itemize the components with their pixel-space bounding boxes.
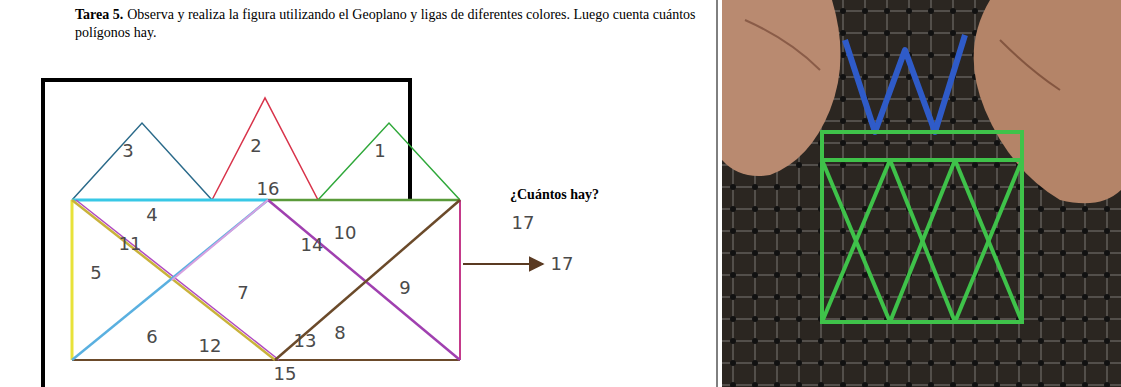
green-rubber-bands [822, 132, 1022, 322]
red-triangle [212, 98, 318, 200]
green-band [890, 160, 955, 322]
answer-arrow [463, 263, 543, 265]
right-hand [974, 0, 1121, 203]
green-band [890, 160, 955, 322]
polygon-number: 1 [374, 140, 385, 161]
count-mark: 14 [301, 234, 324, 255]
count-mark: 12 [199, 335, 222, 356]
question-text: ¿Cuántos hay? [510, 187, 599, 203]
blue-triangle [72, 123, 212, 200]
rectangle-top-edge [72, 199, 268, 202]
green-band [822, 160, 890, 322]
rectangle-right-edge [459, 200, 461, 360]
polygon-number: 7 [237, 282, 248, 303]
green-triangle [318, 123, 460, 200]
count-mark: 15 [274, 363, 297, 384]
finger-crease [745, 20, 820, 70]
worksheet-frame [43, 80, 410, 387]
finger-crease [1000, 40, 1060, 90]
rectangle-left-edge [71, 200, 74, 360]
green-band [822, 160, 890, 322]
diagonal-line [275, 200, 460, 360]
panel-divider [717, 0, 718, 387]
polygon-number: 3 [122, 140, 133, 161]
task-instruction: Observa y realiza la figura utilizando e… [75, 7, 696, 40]
green-band [955, 160, 1022, 322]
diagonal-line [76, 200, 279, 360]
diagonal-line [72, 200, 275, 360]
geoboard-photo [722, 0, 1121, 387]
diamond-edge [172, 200, 268, 280]
green-rectangle [822, 132, 1022, 322]
count-mark: 16 [257, 178, 280, 199]
task-number: Tarea 5. [75, 7, 123, 22]
answer-number: 17 [512, 212, 535, 233]
rectangle-top-edge [268, 199, 460, 202]
polygon-number: 9 [399, 277, 410, 298]
green-band [955, 160, 1022, 322]
green-band [822, 158, 1022, 162]
task-statement: Tarea 5.Observa y realiza la figura util… [75, 6, 725, 42]
polygon-number: 2 [250, 135, 261, 156]
polygon-number: 8 [334, 322, 345, 343]
diagonal-line [72, 200, 268, 360]
polygon-number: 6 [146, 326, 157, 347]
diagonal-line [268, 200, 460, 360]
rectangle-bottom-edge [72, 359, 460, 361]
count-mark: 13 [294, 330, 317, 351]
polygon-number: 5 [90, 262, 101, 283]
polygon-number: 4 [146, 204, 157, 225]
answer-number: 17 [551, 253, 574, 274]
count-mark: 11 [119, 233, 142, 254]
blue-rubber-band [845, 35, 965, 132]
polygon-number: 10 [334, 222, 357, 243]
